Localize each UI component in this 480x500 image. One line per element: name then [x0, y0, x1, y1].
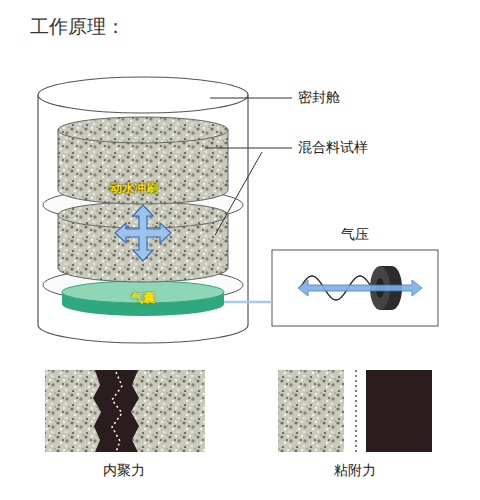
interface-line [355, 370, 357, 452]
part-name: 密封舱 [298, 89, 340, 107]
leader-line [215, 152, 262, 235]
force-label: 内聚力 [103, 462, 145, 480]
title: 工作原理： [30, 14, 125, 40]
double-arrow [298, 280, 422, 296]
pressure-box [272, 250, 438, 326]
pressure-box-node: 气压 [272, 226, 438, 326]
flow-label: 动水冲刷 [110, 180, 158, 197]
node-text: 气压 [341, 226, 369, 244]
aggregate-surface [366, 370, 432, 452]
crack-line [112, 372, 122, 452]
air-bag-node: 气囊 [62, 281, 224, 315]
force-label: 粘附力 [334, 462, 376, 480]
air-line [224, 301, 272, 304]
crack [93, 370, 139, 452]
chamber-wall [38, 95, 248, 343]
part-name: 混合料试样 [298, 139, 368, 157]
leader-line [210, 98, 292, 99]
mixture-sample [278, 370, 344, 452]
cohesion-sample [45, 370, 205, 452]
node-text: 气囊 [131, 290, 155, 307]
specimen-top [58, 117, 228, 143]
leader-line [205, 148, 292, 149]
chamber-top [38, 77, 248, 113]
flow-arrow [115, 205, 171, 261]
